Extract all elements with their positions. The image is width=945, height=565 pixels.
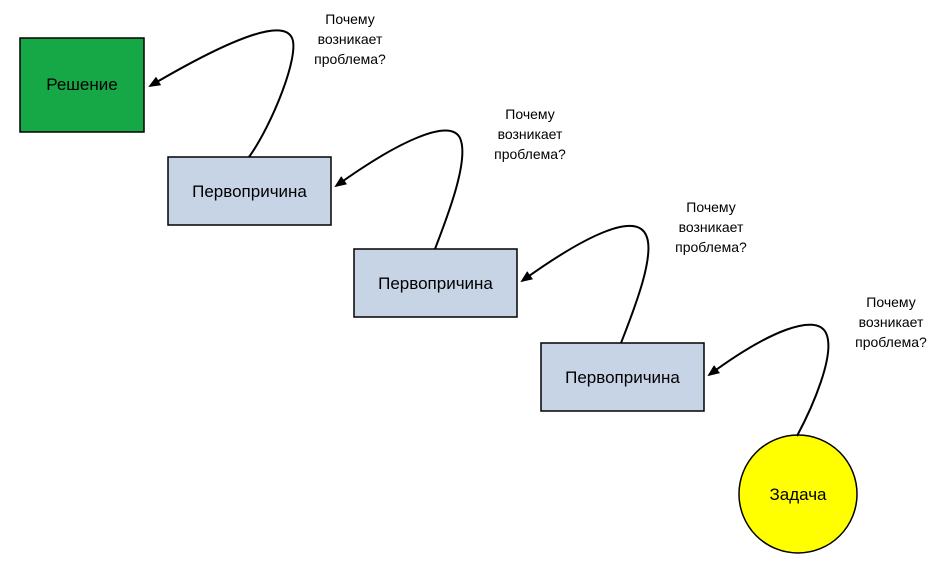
solution-node: Решение	[19, 37, 145, 133]
question-1-line-2: возникает	[318, 31, 383, 47]
question-3-line-1: Почему	[686, 199, 735, 215]
question-label-2: Почему возникает проблема?	[494, 106, 566, 162]
question-2-line-3: проблема?	[494, 146, 566, 162]
question-label-3: Почему возникает проблема?	[675, 199, 747, 255]
question-4-line-1: Почему	[866, 294, 915, 310]
question-3-line-3: проблема?	[675, 239, 747, 255]
root-cause-label-3: Первопричина	[565, 368, 680, 387]
root-cause-node-1: Первопричина	[167, 156, 332, 226]
question-label-1: Почему возникает проблема?	[314, 11, 386, 67]
solution-label: Решение	[46, 75, 117, 94]
question-2-line-2: возникает	[498, 126, 563, 142]
question-2-line-1: Почему	[505, 106, 554, 122]
root-cause-box-3	[540, 342, 705, 412]
solution-box	[19, 37, 145, 133]
root-cause-label-2: Первопричина	[378, 274, 493, 293]
question-label-4: Почему возникает проблема?	[855, 294, 927, 350]
root-cause-box-1	[167, 156, 332, 226]
question-4-line-2: возникает	[859, 314, 924, 330]
question-4-line-3: проблема?	[855, 334, 927, 350]
arrow-cause1-to-solution	[148, 29, 295, 158]
arrow-cause2-to-cause1	[334, 129, 464, 250]
question-1-line-1: Почему	[325, 11, 374, 27]
question-3-line-2: возникает	[679, 219, 744, 235]
root-cause-node-3: Первопричина	[540, 342, 705, 412]
arrow-task-to-cause3	[707, 323, 830, 437]
root-cause-label-1: Первопричина	[192, 182, 307, 201]
question-1-line-3: проблема?	[314, 51, 386, 67]
root-cause-node-2: Первопричина	[353, 248, 518, 318]
arrow-cause3-to-cause2	[520, 225, 650, 344]
task-label: Задача	[769, 485, 827, 504]
task-node: Задача	[738, 434, 858, 554]
